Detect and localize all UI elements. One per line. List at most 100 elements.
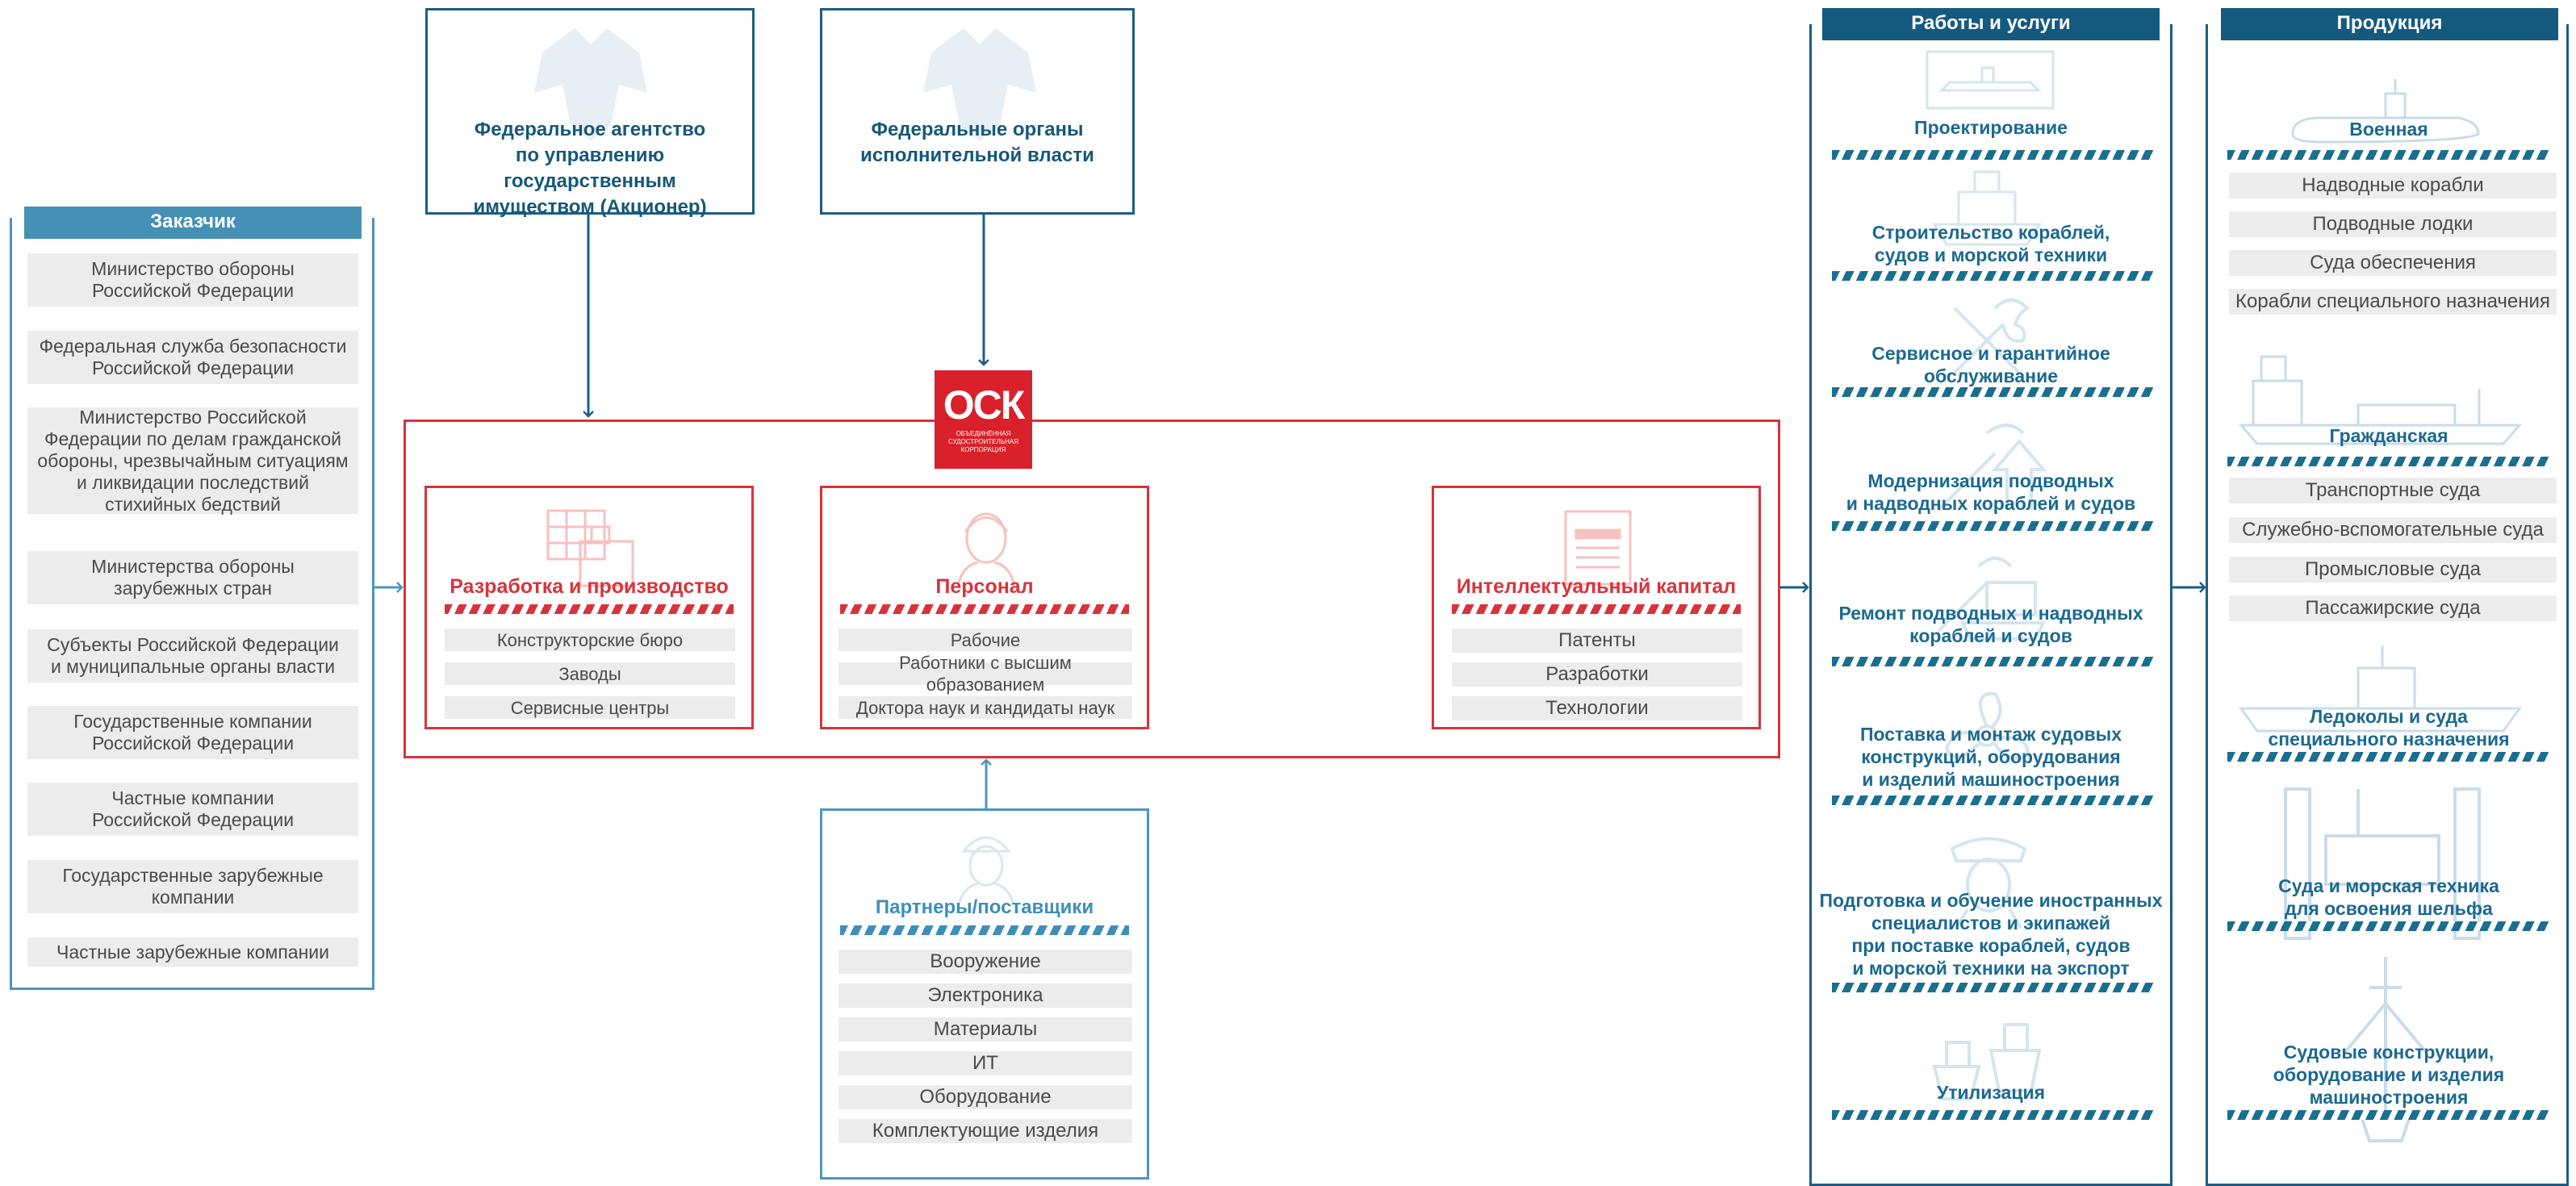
- repair-ship-icon: [1937, 557, 2047, 641]
- customer-item: Частные компании Российской Федерации: [27, 783, 358, 836]
- ship-construction-icon: [1932, 170, 2042, 246]
- service-item: Подготовка и обучение иностранных специа…: [1819, 890, 2163, 979]
- partners-title: Партнеры/поставщики: [875, 896, 1094, 918]
- product-item: Транспортные суда: [2229, 478, 2557, 503]
- icebreaker-icon: [2239, 645, 2522, 733]
- service-item: Ремонт подводных и надводных кораблей и …: [1838, 603, 2143, 646]
- osk-item: Разработки: [1452, 662, 1742, 687]
- osk-logo-mark: ОСК: [943, 382, 1026, 428]
- partner-item: Электроника: [838, 983, 1132, 1008]
- customer-item: Министерство Российской Федерации по дел…: [27, 407, 358, 515]
- hatch-divider: [1832, 796, 2153, 805]
- hatch-divider: [2227, 752, 2550, 762]
- sailor-cap-icon: [1950, 837, 2027, 929]
- customer-item: Министерство обороны Российской Федераци…: [27, 253, 358, 307]
- modernization-icon: [1937, 424, 2047, 512]
- product-item: Корабли специального назначения: [2229, 289, 2557, 315]
- service-item: Модернизация подводных и надводных кораб…: [1846, 470, 2136, 514]
- hatch-divider: [1832, 657, 2153, 666]
- hatch-divider: [1832, 150, 2153, 160]
- service-item: Сервисное и гарантийное обслуживание: [1871, 343, 2110, 386]
- osk-block-title: Разработка и производство: [450, 575, 729, 598]
- osk-item: Рабочие: [838, 628, 1132, 651]
- osk-item: Технологии: [1452, 696, 1742, 720]
- customer-panel: [10, 218, 374, 990]
- osk-item: Сервисные центры: [445, 696, 735, 719]
- partner-item: Материалы: [838, 1017, 1132, 1042]
- osk-item: Доктора наук и кандидаты наук: [838, 696, 1132, 719]
- products-header: Продукция: [2221, 8, 2558, 40]
- product-item: Подводные лодки: [2229, 211, 2557, 237]
- authorities-title: Федеральные органы исполнительной власти: [860, 119, 1094, 166]
- civil-ship-icon: [2238, 355, 2523, 445]
- hatch-divider: [840, 925, 1129, 935]
- submarine-icon: [2291, 79, 2480, 144]
- hatch-divider: [1832, 387, 2153, 397]
- document-icon: [1564, 510, 1632, 586]
- partner-item: ИТ: [838, 1051, 1132, 1075]
- products-civil-title: Гражданская: [2329, 425, 2448, 446]
- hatch-divider: [1832, 521, 2153, 531]
- hatch-divider: [1832, 983, 2153, 992]
- product-item: Промысловые суда: [2229, 557, 2557, 583]
- service-item: Проектирование: [1914, 117, 2068, 138]
- hatch-divider: [2227, 150, 2550, 160]
- hatch-divider: [2227, 457, 2550, 466]
- hard-hat-worker-icon: [957, 836, 1015, 905]
- services-header: Работы и услуги: [1822, 8, 2160, 40]
- offshore-platform-icon: [2284, 787, 2481, 940]
- service-item: Утилизация: [1936, 1082, 2046, 1103]
- hatch-divider: [1832, 1110, 2153, 1120]
- customer-item: Министерства обороны зарубежных стран: [27, 551, 358, 604]
- osk-logo: ОСК ОБЪЕДИНЁННАЯ СУДОСТРОИТЕЛЬНАЯ КОРПОР…: [935, 370, 1032, 469]
- propeller-icon: [1944, 691, 2030, 760]
- customer-item: Государственные компании Российской Феде…: [27, 706, 358, 759]
- agency-title: Федеральное агентство по управлению госу…: [473, 119, 707, 218]
- osk-item: Патенты: [1452, 628, 1742, 653]
- osk-item: Конструкторские бюро: [445, 628, 735, 651]
- authorities-box: Федеральные органы исполнительной власти: [820, 8, 1135, 215]
- osk-item: Работники с высшим образованием: [838, 653, 1132, 695]
- service-item: Поставка и монтаж судовых конструкций, о…: [1859, 724, 2122, 790]
- customer-item: Государственные зарубежные компании: [27, 860, 358, 913]
- hatch-divider: [1832, 271, 2153, 281]
- partner-item: Вооружение: [838, 950, 1132, 974]
- eagle-emblem-icon: [923, 28, 1036, 141]
- osk-block-intellectual: Интеллектуальный капитал Патенты Разрабо…: [1432, 486, 1761, 729]
- hatch-divider: [2227, 921, 2550, 931]
- agency-box: Федеральное агентство по управлению госу…: [425, 8, 755, 218]
- hatch-divider: [2227, 1110, 2550, 1120]
- hatch-divider: [1452, 604, 1741, 614]
- customer-item: Субъекты Российской Федерации и муниципа…: [27, 629, 358, 683]
- partner-item: Оборудование: [838, 1085, 1132, 1109]
- osk-logo-subtitle: ОБЪЕДИНЁННАЯ СУДОСТРОИТЕЛЬНАЯ КОРПОРАЦИЯ: [947, 430, 1019, 453]
- product-item: Надводные корабли: [2229, 173, 2557, 198]
- osk-frame: [404, 420, 1780, 758]
- customer-header: Заказчик: [24, 207, 362, 239]
- products-military-title: Военная: [2349, 119, 2428, 140]
- osk-item: Заводы: [445, 662, 735, 685]
- products-icebreakers-title: Ледоколы и суда специального назначения: [2268, 706, 2510, 750]
- worker-head-icon: [956, 512, 1016, 587]
- hatch-divider: [445, 604, 734, 614]
- product-item: Пассажирские суда: [2229, 595, 2557, 621]
- osk-block-title: Интеллектуальный капитал: [1456, 575, 1737, 598]
- customer-item: Частные зарубежные компании: [27, 938, 358, 967]
- customer-item: Федеральная служба безопасности Российск…: [27, 331, 358, 384]
- osk-block-personnel: Персонал Рабочие Работники с высшим обра…: [820, 486, 1149, 729]
- wrench-icon: [1953, 299, 2030, 374]
- service-item: Строительство кораблей, судов и морской …: [1871, 222, 2110, 265]
- hatch-divider: [840, 604, 1129, 614]
- submarine-drawing-icon: [1926, 50, 2055, 110]
- eagle-emblem-icon: [534, 28, 647, 141]
- products-structures-title: Судовые конструкции, оборудование и изде…: [2273, 1042, 2505, 1108]
- osk-block-development: Разработка и производство Конструкторски…: [424, 486, 754, 729]
- osk-block-title: Персонал: [935, 575, 1034, 598]
- product-item: Служебно-вспомогательные суда: [2229, 517, 2557, 543]
- products-shelf-title: Суда и морская техника для освоения шель…: [2278, 875, 2499, 919]
- factory-blueprint-icon: [546, 509, 634, 587]
- recycling-ships-icon: [1932, 1023, 2042, 1100]
- product-item: Суда обеспечения: [2229, 250, 2557, 276]
